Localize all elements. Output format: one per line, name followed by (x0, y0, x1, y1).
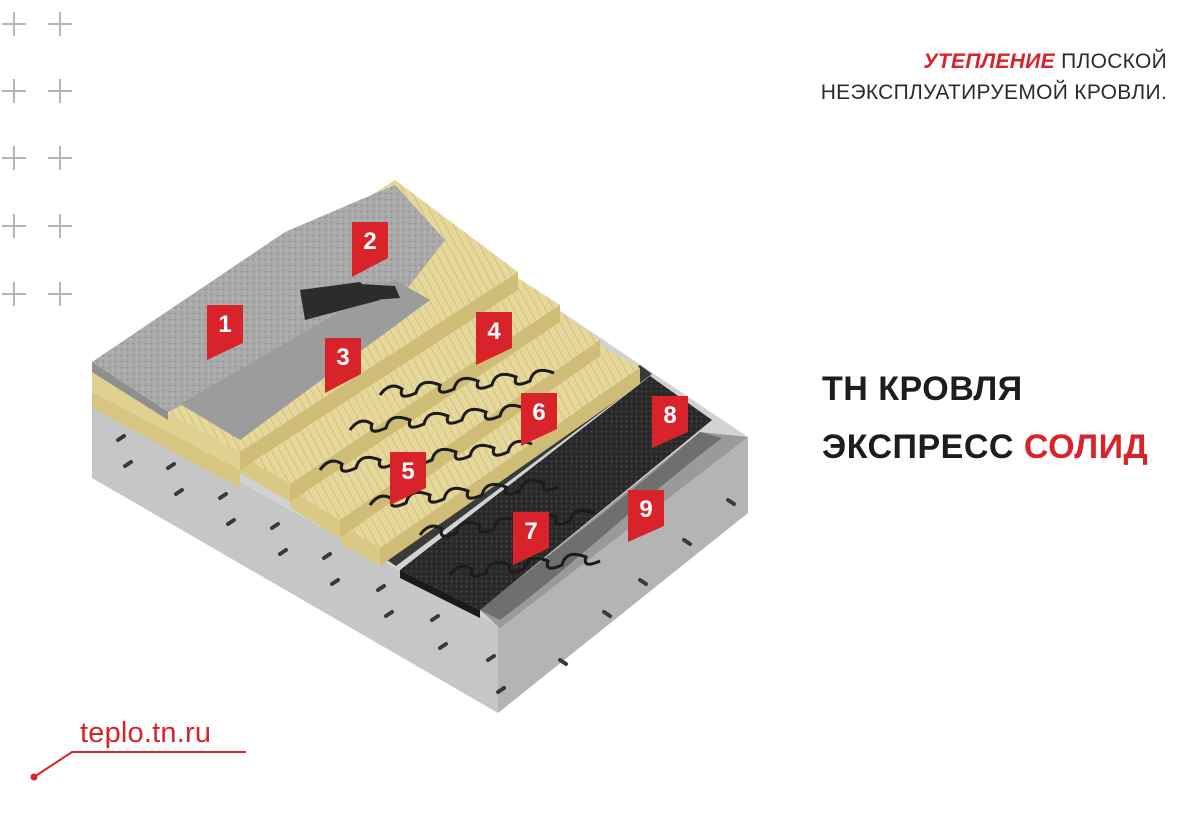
svg-text:7: 7 (524, 518, 537, 545)
marker-4: 4 (476, 312, 512, 365)
marker-3: 3 (325, 338, 361, 393)
product-line-2-plain: ЭКСПРЕСС (822, 428, 1024, 466)
site-link[interactable]: teplo.tn.ru (80, 717, 212, 749)
marker-6: 6 (521, 393, 557, 446)
heading-line-1-rest: ПЛОСКОЙ (1054, 50, 1167, 73)
svg-text:9: 9 (639, 496, 652, 523)
primer-layer (480, 432, 748, 628)
plus-icon-grid (0, 0, 90, 320)
svg-text:4: 4 (487, 318, 501, 345)
svg-text:5: 5 (401, 458, 414, 485)
roof-membrane (92, 185, 445, 440)
marker-7: 7 (513, 512, 549, 565)
heading-line-2: НЕЭКСПЛУАТИРУЕМОЙ КРОВЛИ. (820, 81, 1167, 104)
page-heading: УТЕПЛЕНИЕ ПЛОСКОЙ НЕЭКСПЛУАТИРУЕМОЙ КРОВ… (821, 46, 1167, 108)
heading-accent: УТЕПЛЕНИЕ (923, 50, 1055, 73)
product-line-2: ЭКСПРЕСС СОЛИД (822, 418, 1148, 476)
adhesive-pattern (318, 368, 601, 578)
marker-8: 8 (652, 396, 688, 448)
heading-line-1: УТЕПЛЕНИЕ ПЛОСКОЙ (821, 46, 1167, 77)
svg-text:1: 1 (218, 311, 231, 338)
marker-1: 1 (207, 305, 243, 360)
svg-text:6: 6 (532, 399, 545, 426)
product-name: ТН КРОВЛЯ ЭКСПРЕСС СОЛИД (822, 360, 1148, 476)
product-line-1: ТН КРОВЛЯ (822, 370, 1023, 408)
svg-text:2: 2 (363, 228, 376, 255)
svg-text:3: 3 (336, 344, 349, 371)
marker-5: 5 (390, 452, 426, 505)
bitumen-membrane (400, 376, 712, 618)
marker-2: 2 (352, 222, 388, 277)
svg-text:8: 8 (663, 402, 676, 429)
marker-9: 9 (628, 490, 664, 542)
link-line-icon (30, 751, 246, 781)
product-line-2-accent: СОЛИД (1023, 428, 1149, 466)
